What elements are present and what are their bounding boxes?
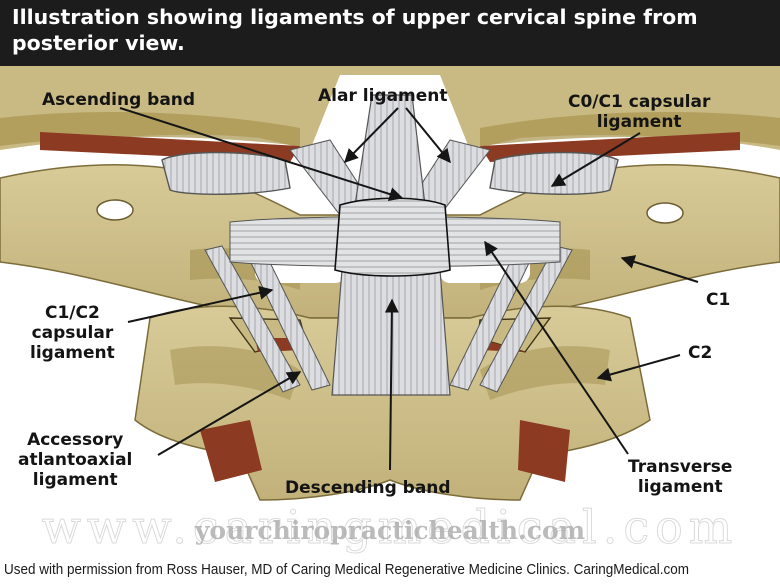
- label-ascending-band: Ascending band: [42, 90, 196, 110]
- c1-c2-capsular-ligaments: [204, 237, 573, 393]
- spine-illustration: [0, 66, 780, 501]
- label-alar-ligament: Alar ligament: [318, 86, 448, 106]
- title-bar: Illustration showing ligaments of upper …: [0, 0, 780, 66]
- watermark-large: www.caringmedical.com: [41, 500, 739, 555]
- diagram-title: Illustration showing ligaments of upper …: [12, 5, 698, 55]
- label-arrows: [119, 107, 699, 471]
- label-c1: C1: [706, 290, 731, 310]
- watermark-small: yourchiropractichealth.com: [194, 516, 586, 545]
- c0-c1-capsular-ligaments: [161, 151, 619, 195]
- label-descending-band: Descending band: [285, 478, 451, 498]
- label-c2: C2: [688, 343, 713, 363]
- credit-line: Used with permission from Ross Hauser, M…: [4, 562, 690, 578]
- occiput: [0, 66, 780, 162]
